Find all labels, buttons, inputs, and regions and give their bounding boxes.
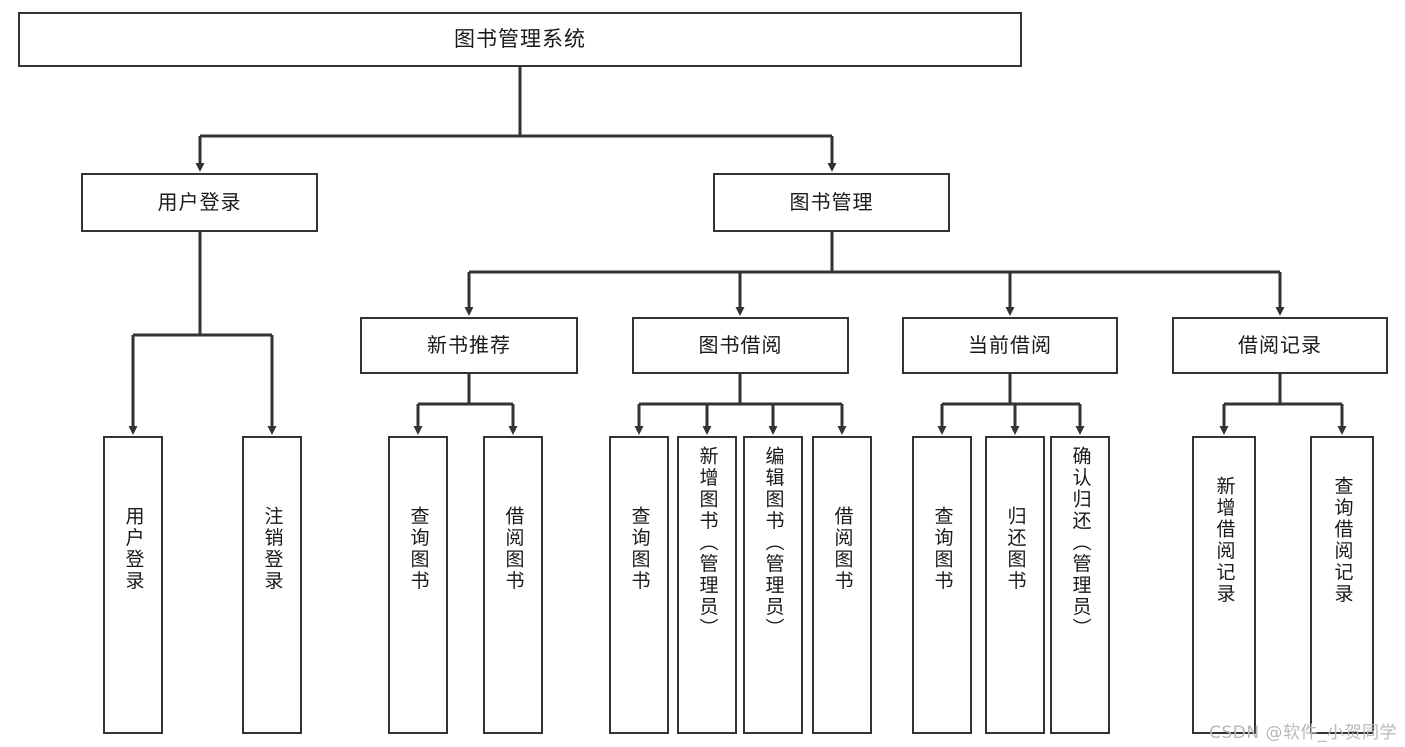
node-label: 借阅图书	[502, 506, 525, 592]
leaf-query-book-bookborrow[interactable]: 查询图书	[609, 436, 669, 734]
node-label: 新增图书（管理员）	[696, 446, 719, 640]
leaf-add-book-admin[interactable]: 新增图书（管理员）	[677, 436, 737, 734]
node-current-borrow[interactable]: 当前借阅	[902, 317, 1118, 374]
node-label: 查询图书	[931, 506, 954, 592]
node-label: 图书管理系统	[454, 27, 586, 52]
leaf-borrow-book-newbook[interactable]: 借阅图书	[483, 436, 543, 734]
node-root-system[interactable]: 图书管理系统	[18, 12, 1022, 67]
leaf-return-book[interactable]: 归还图书	[985, 436, 1045, 734]
node-label: 查询图书	[407, 506, 430, 592]
node-label: 用户登录	[157, 189, 242, 214]
node-label: 用户登录	[122, 506, 145, 592]
node-label: 图书管理	[789, 189, 874, 214]
leaf-user-login[interactable]: 用户登录	[103, 436, 163, 734]
leaf-logout[interactable]: 注销登录	[242, 436, 302, 734]
leaf-query-book-newbook[interactable]: 查询图书	[388, 436, 448, 734]
leaf-edit-book-admin[interactable]: 编辑图书（管理员）	[743, 436, 803, 734]
node-new-book-recommend[interactable]: 新书推荐	[360, 317, 578, 374]
leaf-query-book-currentborrow[interactable]: 查询图书	[912, 436, 972, 734]
node-book-borrow[interactable]: 图书借阅	[632, 317, 849, 374]
node-label: 借阅记录	[1238, 332, 1322, 357]
node-label: 当前借阅	[968, 332, 1052, 357]
node-borrow-record[interactable]: 借阅记录	[1172, 317, 1388, 374]
node-label: 编辑图书（管理员）	[762, 446, 785, 640]
node-label: 归还图书	[1004, 506, 1027, 592]
node-label: 查询图书	[628, 506, 651, 592]
node-label: 图书借阅	[698, 332, 783, 357]
node-label: 借阅图书	[831, 506, 854, 592]
node-book-manage[interactable]: 图书管理	[713, 173, 950, 232]
leaf-query-borrow-record[interactable]: 查询借阅记录	[1310, 436, 1374, 734]
leaf-confirm-return-admin[interactable]: 确认归还（管理员）	[1050, 436, 1110, 734]
node-label: 查询借阅记录	[1331, 476, 1354, 605]
node-label: 确认归还（管理员）	[1069, 446, 1092, 640]
node-label: 注销登录	[261, 506, 284, 592]
node-label: 新书推荐	[427, 332, 511, 357]
watermark-text: CSDN @软件_小贺同学	[1209, 723, 1397, 743]
leaf-borrow-book-bookborrow[interactable]: 借阅图书	[812, 436, 872, 734]
leaf-add-borrow-record[interactable]: 新增借阅记录	[1192, 436, 1256, 734]
node-user-login[interactable]: 用户登录	[81, 173, 318, 232]
node-label: 新增借阅记录	[1213, 476, 1236, 605]
